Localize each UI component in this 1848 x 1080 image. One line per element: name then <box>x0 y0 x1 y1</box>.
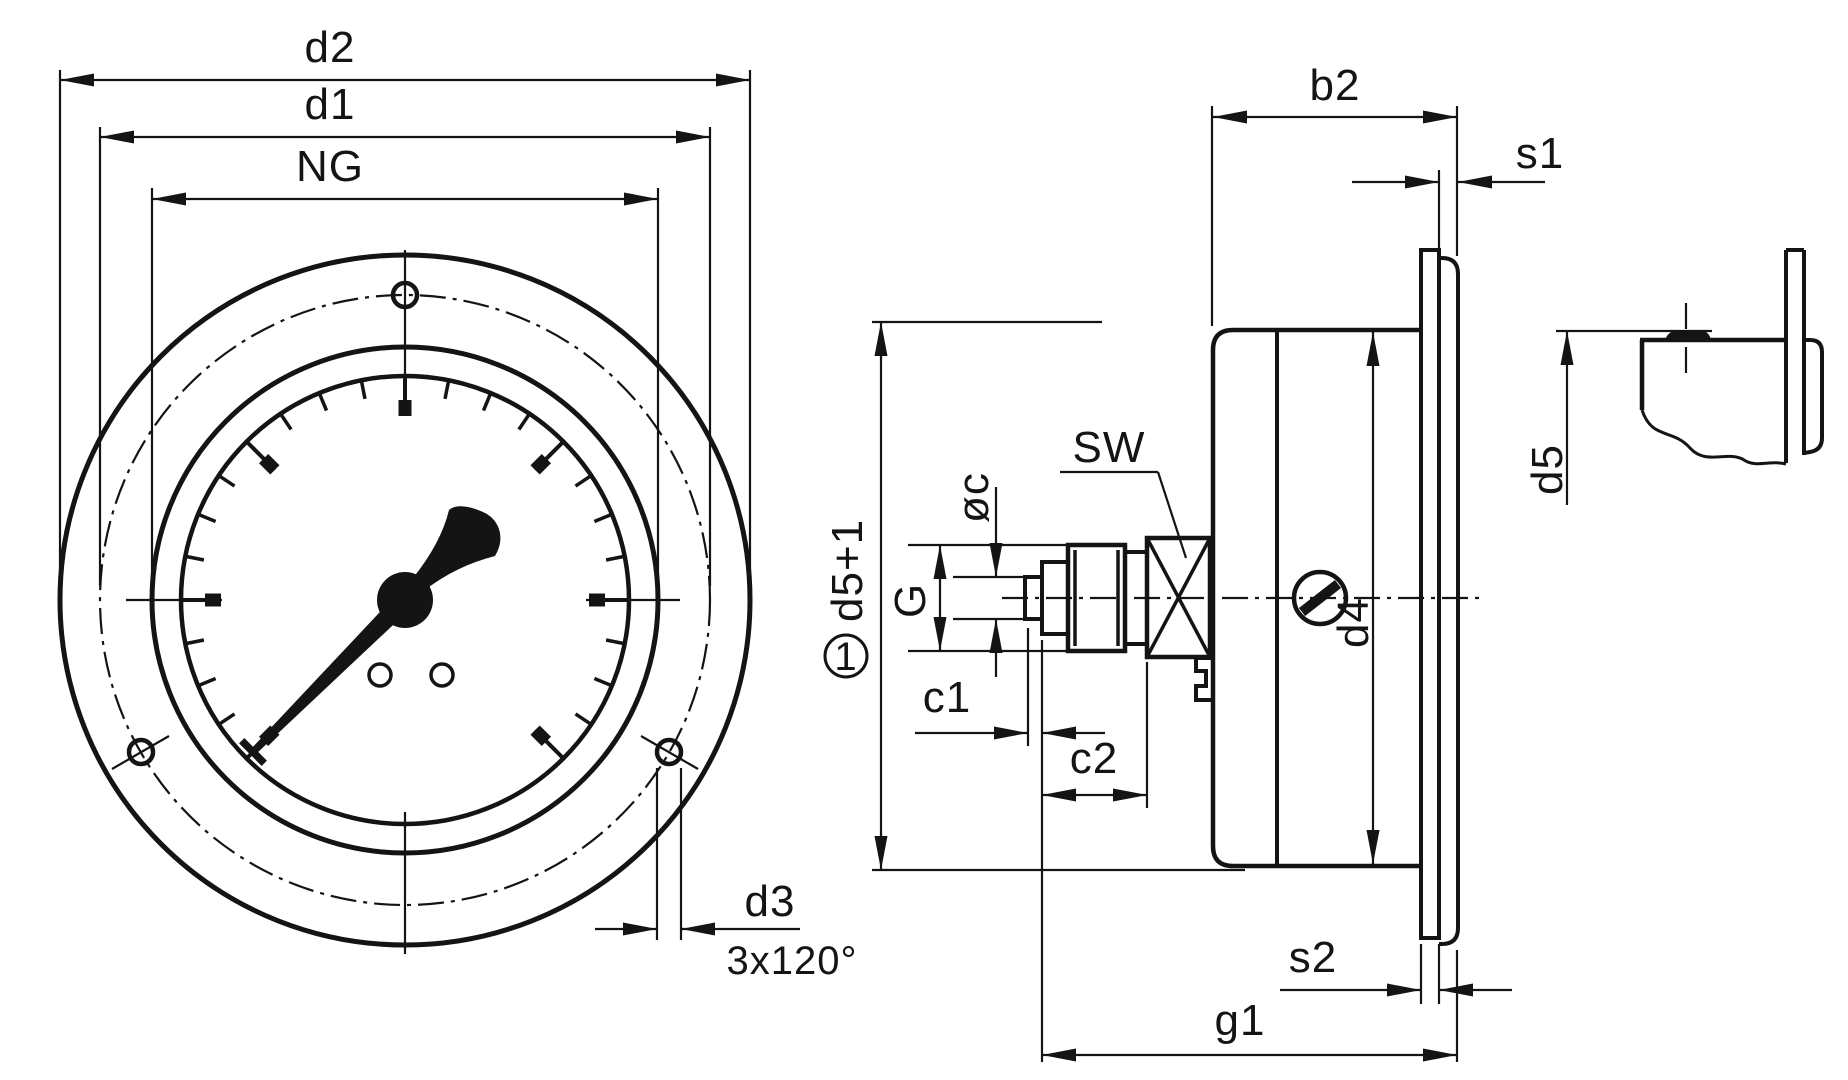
label-d5plus1: d5+1 <box>823 519 872 622</box>
front-view: d2 d1 NG d3 3x120° <box>57 23 858 983</box>
side-view: 1 d5+1 d4 b2 s1 <box>823 61 1564 1062</box>
mounting-hole-left <box>126 737 156 767</box>
label-ng: NG <box>296 142 364 191</box>
label-d4: d4 <box>1329 597 1378 648</box>
label-d1: d1 <box>305 80 356 129</box>
needle-hub <box>377 572 433 628</box>
case-outline <box>1210 327 1421 869</box>
detail-view: d5 <box>1523 248 1824 505</box>
label-note-1: 1 <box>834 635 857 679</box>
label-oc: øc <box>949 472 998 523</box>
needle <box>239 506 501 766</box>
dimension-b2: b2 <box>1210 61 1459 326</box>
panel-plate <box>1419 248 1441 940</box>
front-ring <box>1439 256 1460 946</box>
clamp-cam <box>1665 330 1711 340</box>
bayonet-tab <box>1194 656 1213 702</box>
needle-counterweight <box>413 506 501 590</box>
dimension-s2: s2 <box>1280 933 1512 1004</box>
dimension-c1: c1 <box>915 628 1105 1062</box>
label-g1: g1 <box>1215 996 1266 1045</box>
label-b2: b2 <box>1310 61 1361 110</box>
label-c1: c1 <box>923 673 971 722</box>
dimension-oc: øc <box>949 472 1030 677</box>
dial-screw-left <box>367 662 393 688</box>
needle-shaft <box>250 592 413 755</box>
label-s2: s2 <box>1289 933 1337 982</box>
mounting-hole-right <box>654 737 684 767</box>
dimension-d5plus1: 1 d5+1 <box>823 320 1245 872</box>
label-c2: c2 <box>1070 734 1118 783</box>
dial-minor-ticks <box>182 377 628 728</box>
label-sw: SW <box>1073 423 1146 472</box>
dimension-d4: d4 <box>1329 332 1380 864</box>
break-line <box>1640 409 1787 466</box>
label-hole-pattern: 3x120° <box>727 939 858 983</box>
bolt-circle-centerline <box>98 293 712 907</box>
dimension-g1: g1 <box>1042 950 1459 1062</box>
needle-tip-cross <box>239 738 267 766</box>
label-d2: d2 <box>305 23 356 72</box>
dimension-s1: s1 <box>1352 129 1564 248</box>
label-g: G <box>886 583 935 618</box>
centerline-segments <box>111 250 699 954</box>
dimension-c2: c2 <box>1042 662 1149 808</box>
label-d5: d5 <box>1523 444 1572 495</box>
dimension-d5: d5 <box>1523 331 1574 505</box>
callout-sw: SW <box>1060 423 1188 559</box>
label-d3: d3 <box>745 877 796 926</box>
dimension-d3: d3 3x120° <box>595 768 858 983</box>
label-s1: s1 <box>1516 129 1564 178</box>
dial-major-ticks <box>179 374 631 762</box>
mounting-hole-top <box>390 280 420 310</box>
detail-ring-through-panel <box>1803 338 1824 455</box>
detail-panel-plate <box>1784 248 1806 463</box>
dimension-ng: NG <box>150 142 660 584</box>
dial-screw-right <box>429 662 455 688</box>
dimension-d1: d1 <box>98 80 712 586</box>
dimension-d2: d2 <box>58 23 752 586</box>
note-1-circle <box>823 633 869 679</box>
back-screw <box>1291 569 1349 627</box>
